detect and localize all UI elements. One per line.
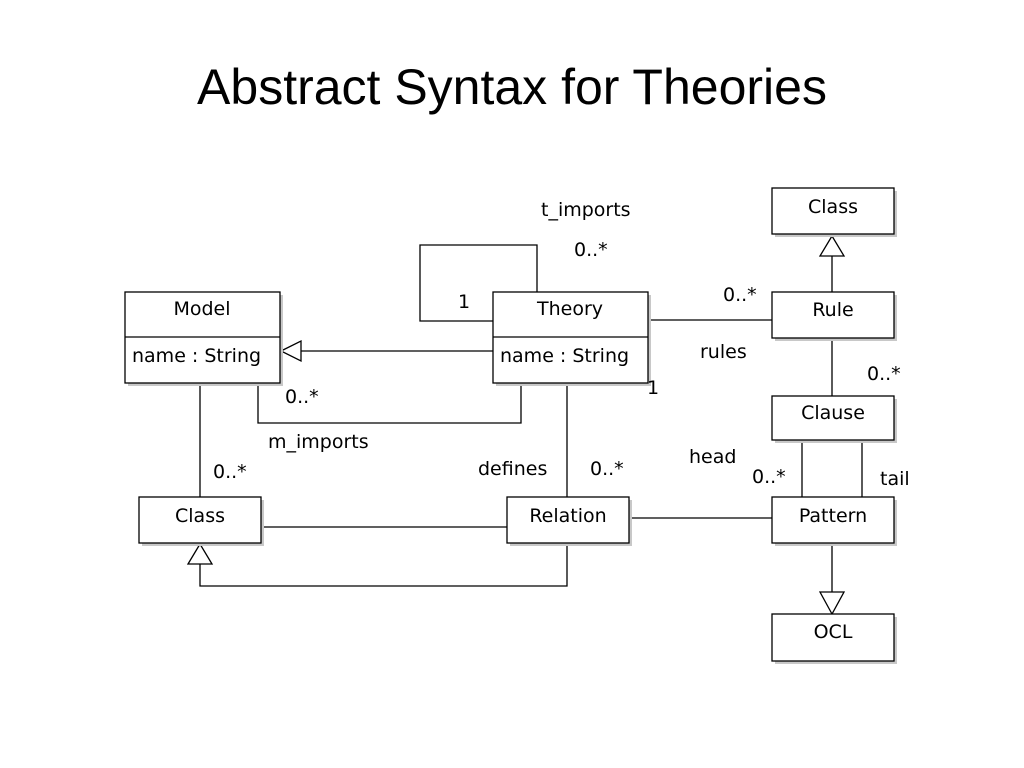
m-imports-association <box>257 383 522 424</box>
class-top-generalization-arrowhead <box>818 234 846 257</box>
class-box-relation: Relation <box>506 496 632 546</box>
label-tail: tail <box>880 468 910 490</box>
class-top-name: Class <box>808 196 858 218</box>
class-box-class-top: Class <box>771 187 897 237</box>
relation-name: Relation <box>529 505 606 527</box>
label-rules: rules <box>700 341 747 363</box>
label-m-imports-mult: 0..* <box>285 386 319 408</box>
label-model-class-mult: 0..* <box>213 461 247 483</box>
t-imports-loop <box>419 244 538 322</box>
class-bottom-name: Class <box>175 505 225 527</box>
rule-name: Rule <box>812 299 853 321</box>
arrowheads <box>186 234 846 616</box>
class-box-ocl: OCL <box>771 613 897 664</box>
ocl-generalization-arrowhead <box>818 591 846 616</box>
class-box-model: Model name : String <box>124 291 283 386</box>
model-attribute: name : String <box>132 345 261 367</box>
label-head-mult: 0..* <box>752 466 786 488</box>
label-theory-self-one: 1 <box>458 291 470 313</box>
model-generalization-arrowhead <box>279 339 302 363</box>
label-defines-mult: 0..* <box>590 458 624 480</box>
class-box-pattern: Pattern <box>771 496 897 546</box>
class-box-clause: Clause <box>771 395 897 443</box>
connectors <box>199 244 863 592</box>
class-box-rule: Rule <box>771 291 897 341</box>
clause-name: Clause <box>801 402 865 424</box>
label-defines: defines <box>478 458 547 480</box>
label-rules-mult: 0..* <box>723 284 757 306</box>
association-labels: t_imports 0..* 1 0..* rules 1 0..* 0..* … <box>213 199 910 490</box>
ocl-name: OCL <box>814 621 853 643</box>
label-t-imports-mult: 0..* <box>574 239 608 261</box>
label-t-imports: t_imports <box>541 199 631 221</box>
relation-class-generalization <box>199 543 568 587</box>
label-clause-mult: 0..* <box>867 363 901 385</box>
label-theory-one: 1 <box>647 377 659 399</box>
class-bottom-generalization-arrowhead <box>186 542 214 565</box>
theory-attribute: name : String <box>500 345 629 367</box>
label-head: head <box>689 446 736 468</box>
class-box-theory: Theory name : String <box>492 291 651 386</box>
slide-title: Abstract Syntax for Theories <box>197 59 827 115</box>
model-name: Model <box>173 298 230 320</box>
label-m-imports: m_imports <box>268 431 369 453</box>
pattern-name: Pattern <box>799 505 867 527</box>
class-box-class-bottom: Class <box>138 496 264 546</box>
theory-name: Theory <box>536 298 603 320</box>
